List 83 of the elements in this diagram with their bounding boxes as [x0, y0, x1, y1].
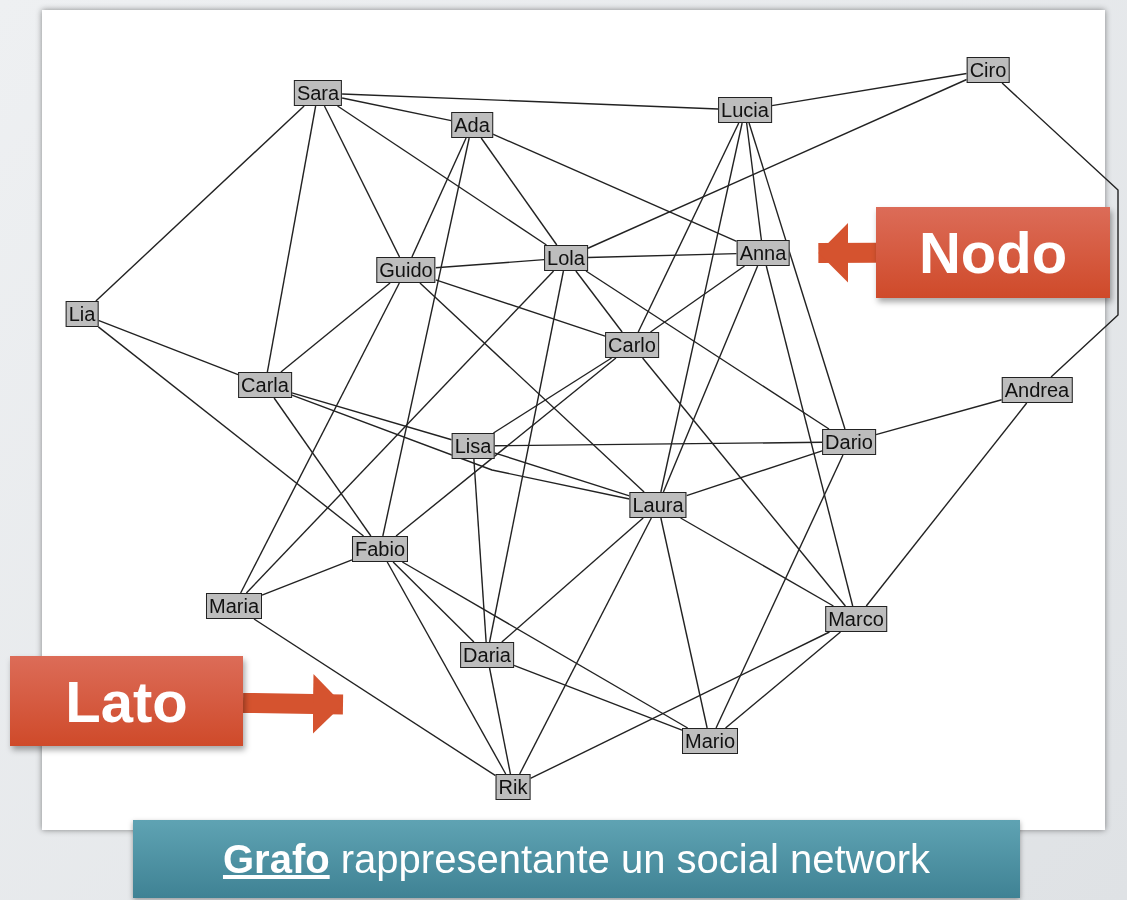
edge-line: [280, 282, 391, 373]
person-node: Sara: [293, 80, 343, 106]
edge-line: [291, 394, 631, 500]
person-node: Anna: [736, 240, 790, 266]
callout-arrow: [242, 674, 344, 735]
person-node: Daria: [460, 642, 514, 668]
edge-line: [401, 561, 689, 729]
edge-line: [323, 105, 401, 258]
edge-line: [637, 122, 740, 333]
edge-line: [480, 137, 558, 246]
edge-line: [649, 265, 746, 333]
edge-line: [771, 72, 968, 107]
edge-line: [411, 137, 467, 258]
edge-line: [435, 258, 545, 269]
edge-line: [245, 270, 555, 594]
edge-line: [724, 631, 842, 729]
edge-line: [865, 402, 1028, 607]
edge-line: [715, 454, 844, 729]
edge-line: [679, 517, 835, 607]
edge-line: [493, 441, 823, 447]
edge-line: [261, 559, 353, 596]
person-node: Andrea: [1001, 377, 1073, 403]
edge-line: [266, 105, 317, 373]
person-node: Mario: [682, 728, 738, 754]
edge-line: [473, 458, 487, 643]
edge-line: [501, 517, 644, 643]
edge-line: [660, 122, 743, 493]
edge-line: [291, 392, 453, 441]
person-node: Laura: [629, 492, 687, 518]
edge-line: [492, 357, 613, 434]
person-node: Lisa: [451, 433, 495, 459]
person-node: Marco: [825, 606, 887, 632]
edge-line: [239, 282, 401, 594]
edge-line: [492, 133, 738, 243]
edge-line: [685, 450, 823, 497]
edge-line: [875, 399, 1003, 436]
person-node: Fabio: [352, 536, 408, 562]
callout-box: Nodo: [876, 207, 1110, 298]
edge-line: [273, 397, 372, 537]
edge-line: [529, 631, 831, 780]
edge-line: [435, 279, 606, 337]
person-node: Carlo: [605, 332, 659, 358]
edge-line: [745, 122, 763, 241]
edge-line: [575, 270, 623, 333]
person-node: Maria: [206, 593, 262, 619]
edge-line: [765, 265, 854, 607]
edge-line: [386, 561, 507, 775]
edge-line: [392, 561, 475, 643]
edge-line: [253, 618, 497, 777]
edge-line: [513, 664, 683, 731]
person-node: Ada: [451, 112, 493, 138]
edge-line: [341, 97, 452, 122]
edge-line: [493, 452, 631, 497]
edge-line: [395, 357, 617, 537]
edge-line: [336, 105, 548, 246]
person-node: Lucia: [718, 97, 772, 123]
person-node: Dario: [822, 429, 876, 455]
edge-line: [1001, 82, 1119, 378]
edge-line: [97, 326, 365, 537]
person-node: Ciro: [966, 57, 1010, 83]
edge-line: [95, 105, 305, 302]
edge-line: [382, 137, 470, 537]
person-node: Guido: [376, 257, 436, 283]
edge-line: [748, 122, 846, 430]
edge-line: [587, 252, 738, 259]
edge-line: [662, 265, 759, 493]
person-node: Carla: [238, 372, 292, 398]
edge-line: [660, 517, 708, 729]
edge-line: [97, 319, 239, 376]
edge-line: [585, 270, 830, 430]
person-node: Lia: [65, 301, 99, 327]
person-node: Lola: [544, 245, 588, 271]
callout-box: Lato: [10, 656, 243, 746]
edge-line: [488, 667, 512, 775]
caption-banner: Grafo rappresentante un social network: [133, 820, 1020, 898]
callout-arrow: [818, 222, 877, 283]
edge-line: [341, 93, 719, 110]
edge-line: [641, 357, 847, 607]
person-node: Rik: [495, 774, 531, 800]
edge-line: [587, 78, 968, 249]
edge-line: [419, 282, 645, 493]
edge-line: [518, 517, 653, 775]
edge-line: [488, 270, 565, 643]
